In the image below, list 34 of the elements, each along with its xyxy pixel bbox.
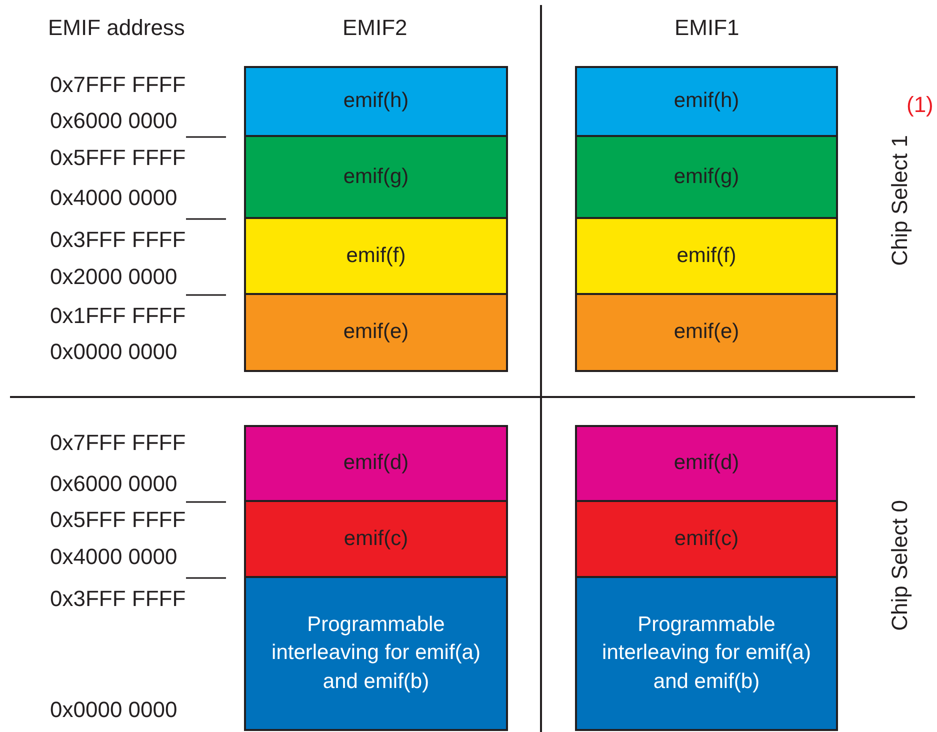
address-label: 0x7FFF FFFF bbox=[50, 432, 186, 454]
memory-region-block: emif(c) bbox=[575, 502, 838, 578]
memory-region-block: emif(g) bbox=[244, 137, 508, 219]
address-label: 0x6000 0000 bbox=[50, 473, 178, 495]
memory-region-block: emif(d) bbox=[244, 425, 508, 502]
memory-region-block: emif(h) bbox=[244, 66, 508, 137]
memory-region-block: emif(d) bbox=[575, 425, 838, 502]
address-label: 0x0000 0000 bbox=[50, 341, 178, 363]
address-label: 0x4000 0000 bbox=[50, 546, 178, 568]
memory-region-block: emif(g) bbox=[575, 137, 838, 219]
col-heading: EMIF address bbox=[48, 17, 185, 39]
memory-region-block: Programmable interleaving for emif(a) and emif(b) bbox=[575, 578, 838, 731]
chip-select-label: Chip Select 0 bbox=[889, 500, 911, 630]
address-label: 0x7FFF FFFF bbox=[50, 74, 186, 96]
col-heading: EMIF1 bbox=[674, 17, 740, 39]
memory-region-block: emif(c) bbox=[244, 502, 508, 578]
memory-region-block: Programmable interleaving for emif(a) and emif(b) bbox=[244, 578, 508, 731]
memory-region-block: emif(e) bbox=[575, 295, 838, 372]
memory-region-block: emif(f) bbox=[244, 219, 508, 295]
address-label: 0x3FFF FFFF bbox=[50, 588, 186, 610]
address-label: 0x5FFF FFFF bbox=[50, 147, 186, 169]
memory-region-block: emif(e) bbox=[244, 295, 508, 372]
memory-region-block: emif(f) bbox=[575, 219, 838, 295]
address-label: 0x1FFF FFFF bbox=[50, 305, 186, 327]
address-label: 0x3FFF FFFF bbox=[50, 229, 186, 251]
chip-select-label: Chip Select 1 bbox=[889, 134, 911, 266]
address-label: 0x5FFF FFFF bbox=[50, 509, 186, 531]
col-heading: EMIF2 bbox=[342, 17, 408, 39]
address-label: 0x0000 0000 bbox=[50, 699, 178, 721]
address-label: 0x6000 0000 bbox=[50, 110, 178, 132]
footnote-mark: (1) bbox=[906, 94, 934, 116]
address-label: 0x2000 0000 bbox=[50, 266, 178, 288]
memory-region-block: emif(h) bbox=[575, 66, 838, 137]
address-label: 0x4000 0000 bbox=[50, 187, 178, 209]
